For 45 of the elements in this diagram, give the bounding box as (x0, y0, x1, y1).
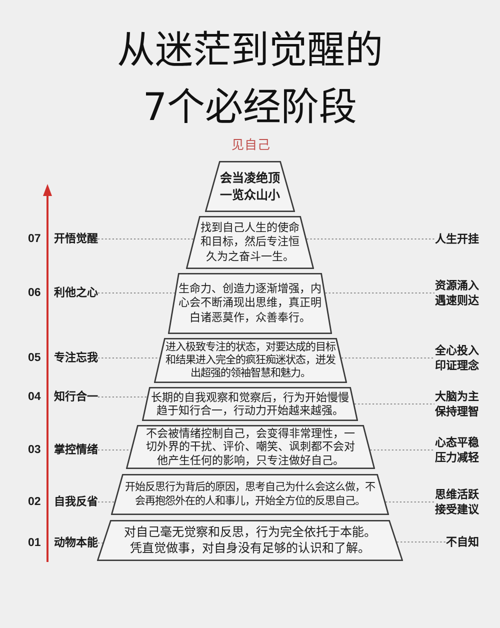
dotted-line (324, 292, 435, 294)
tier-text: 开始反思行为背后的原因，思考自己为什么会这么做，不会再抱怨外在的人和事儿，开始全方位的反思自己。 (124, 481, 376, 508)
dotted-line (98, 292, 176, 294)
outcome-label: 思维活跃接受建议 (434, 487, 479, 517)
title: 从迷茫到觉醒的7个必经阶段 (116, 27, 384, 131)
pyramid-tier (142, 387, 358, 421)
pyramid-tier (126, 425, 375, 469)
outcome-label: 全心投入印证理念 (434, 343, 479, 373)
stage-name: 动物本能 (54, 536, 98, 550)
dotted-line (98, 542, 104, 544)
summit-text: 会当凌绝顶一览众山小 (219, 170, 281, 203)
outcome-label: 资源涌入遇速则达 (434, 278, 479, 308)
stage-number: 06 (28, 286, 41, 300)
tier-text: 进入极致专注的状态，对要达成的目标和结果进入完全的疯狂痴迷状态，迸发出超强的领袖智慧和魅力。 (164, 341, 336, 380)
stage-name: 利他之心 (54, 286, 98, 300)
stage-name: 知行合一 (54, 390, 98, 404)
stage-name: 掌控情绪 (54, 443, 98, 457)
outcome-label: 心态平稳压力减轻 (434, 435, 479, 465)
stage-name: 专注忘我 (54, 351, 98, 365)
tier-text: 不会被情绪控制自己，会变得非常理性，一切外界的干扰、评价、嘲笑、讽刺都不会对他产生任何的影响，只专注做好自己。 (144, 426, 356, 468)
peak-label: 见自己 (232, 137, 270, 152)
stage-name: 自我反省 (54, 495, 98, 509)
pyramid-tier (186, 216, 314, 269)
stage-number: 07 (28, 232, 41, 246)
pyramid-tier (97, 520, 403, 561)
tier-text: 生命力、创造力逐渐增强，内心会不断涌现出思维，真正明白诸恶莫作，众善奉行。 (177, 282, 322, 325)
pyramid-tier (111, 474, 389, 515)
stage-number: 04 (28, 390, 41, 404)
outcome-label: 人生开挂 (435, 232, 479, 246)
outcome-label: 不自知 (446, 534, 479, 550)
stage-name: 开悟觉醒 (54, 232, 98, 246)
stage-number: 05 (28, 351, 41, 365)
pyramid-tier (205, 161, 295, 212)
tier-text: 对自己毫无觉察和反思，行为完全依托于本能。凭直觉做事，对自身没有足够的认识和了解。 (123, 525, 377, 556)
pyramid-tier (168, 273, 332, 334)
tier-text: 长期的自我观察和觉察后，行为开始慢慢趋于知行合一，行动力开始越来越强。 (150, 390, 350, 418)
stage-number: 01 (28, 536, 41, 550)
dotted-line (306, 238, 436, 240)
dotted-line (98, 396, 148, 398)
pyramid-tier (154, 338, 347, 383)
dotted-line (98, 238, 194, 240)
stage-number: 02 (28, 495, 41, 509)
outcome-label: 大脑为主保持理智 (434, 389, 479, 419)
stage-number: 03 (28, 443, 41, 457)
tier-text: 找到自己人生的使命和目标，然后专注恒久为之奋斗一生。 (199, 221, 300, 264)
